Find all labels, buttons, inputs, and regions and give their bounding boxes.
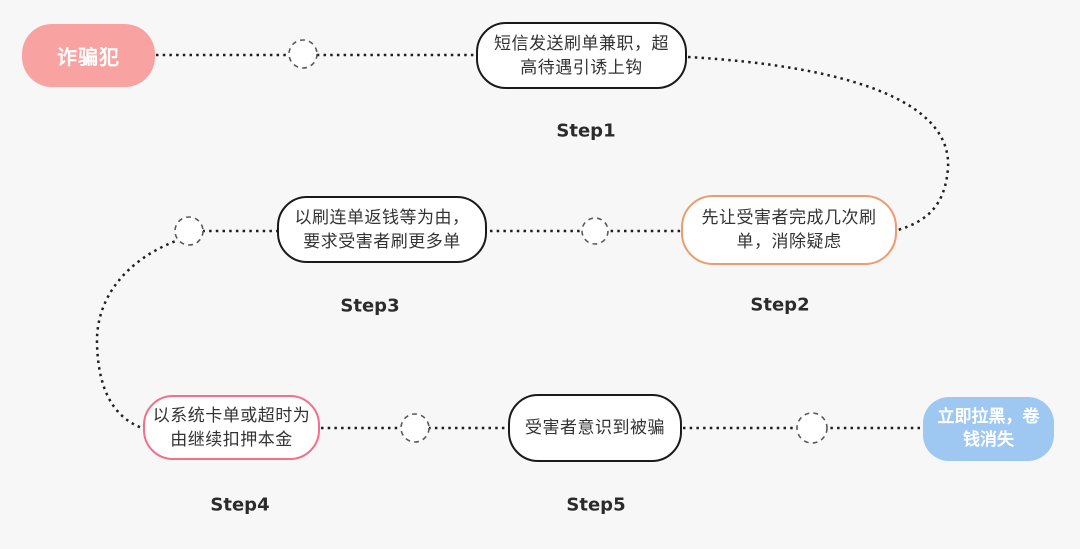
connector-step1-to-step2-curve xyxy=(687,55,950,232)
node-step4-text-line1: 以系统卡单或超时为 xyxy=(152,405,311,426)
node-step2-text-line2: 单，消除疑虑 xyxy=(736,232,842,252)
node-scammer-label: 诈骗犯 xyxy=(57,45,120,69)
step5-label: Step5 xyxy=(566,494,626,516)
junction-circle-3 xyxy=(174,216,204,246)
node-step4: 以系统卡单或超时为 由继续扣押本金 xyxy=(143,395,320,460)
node-step5: 受害者意识到被骗 xyxy=(508,394,682,462)
junction-circle-4 xyxy=(400,413,430,443)
junction-circle-5 xyxy=(796,412,828,444)
node-step5-text-line1: 受害者意识到被骗 xyxy=(525,418,665,438)
node-step3: 以刷连单返钱等为由， 要求受害者刷更多单 xyxy=(277,196,487,263)
step1-label: Step1 xyxy=(556,120,616,142)
node-step1-text-line2: 高待遇引诱上钩 xyxy=(520,57,643,78)
node-scammer: 诈骗犯 xyxy=(22,24,155,87)
node-step3-text-line2: 要求受害者刷更多单 xyxy=(303,231,461,252)
node-step3-text-line1: 以刷连单返钱等为由， xyxy=(294,207,470,228)
step3-label: Step3 xyxy=(340,295,400,317)
node-step1-text-line1: 短信发送刷单兼职，超 xyxy=(494,33,669,54)
node-step2-text-line1: 先让受害者完成几次刷 xyxy=(701,208,877,228)
node-step2: 先让受害者完成几次刷 单，消除疑虑 xyxy=(681,195,897,265)
junction-circle-1 xyxy=(288,39,318,69)
node-outcome: 立即拉黑，卷 钱消失 xyxy=(923,397,1054,461)
node-outcome-text-line1: 立即拉黑，卷 xyxy=(937,407,1040,427)
node-step4-text-line2: 由继续扣押本金 xyxy=(170,429,293,450)
node-step1: 短信发送刷单兼职，超 高待遇引诱上钩 xyxy=(476,22,687,89)
step4-label: Step4 xyxy=(210,494,270,516)
step2-label: Step2 xyxy=(750,294,810,316)
junction-circle-2 xyxy=(581,217,609,245)
node-outcome-text-line2: 钱消失 xyxy=(963,430,1014,450)
connector-junction-to-step4-curve xyxy=(95,237,182,430)
